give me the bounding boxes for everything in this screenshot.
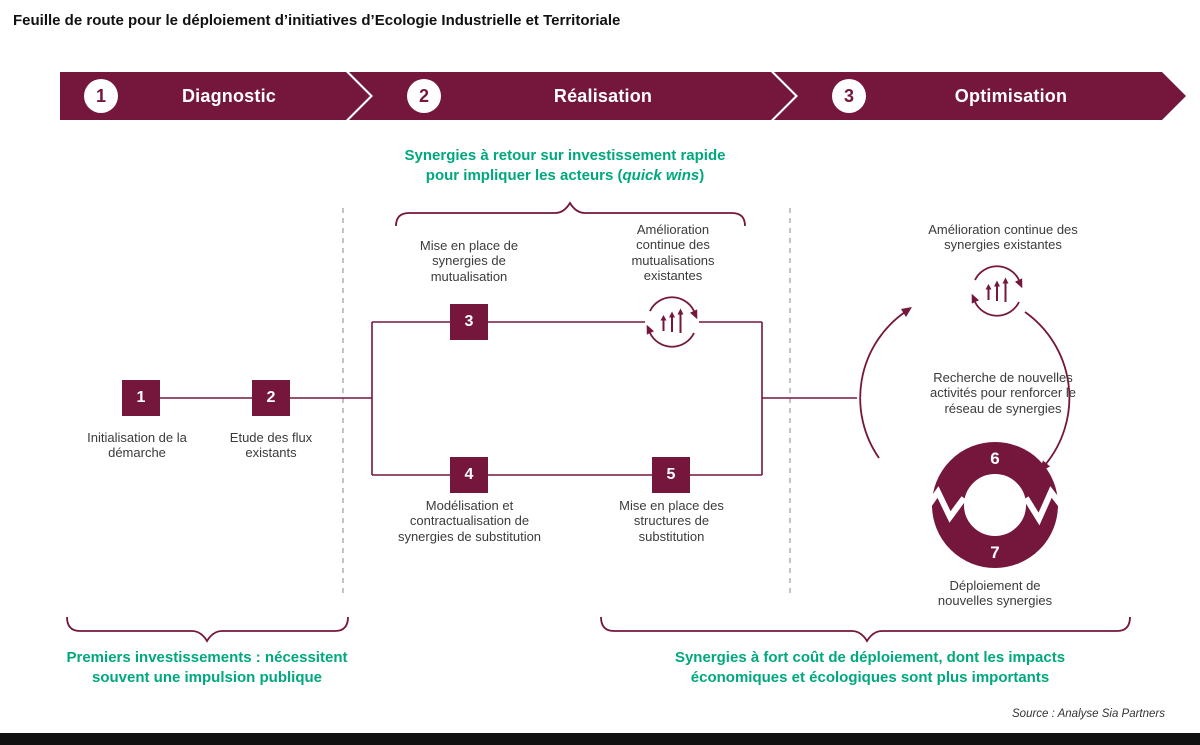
phase-1-label: Diagnostic [181,85,276,106]
quick-wins-line2-prefix: pour impliquer les acteurs ( [425,166,623,184]
high-cost-synergies-line1: Synergies à fort coût de déploiement, do… [674,649,1066,666]
step-box-4: 4 [450,457,488,493]
phase-optimisation: 3 Optimisation [774,72,1186,120]
phase-3-number-badge: 3 [832,79,866,113]
continuous-improvement-icon [969,263,1025,319]
quick-wins-line2-suffix: ) [699,166,705,184]
first-investments-note: Premiers investissements : nécessitent s… [47,648,367,687]
phase-2-number-badge: 2 [407,79,441,113]
loop-top-label: Amélioration continue des synergies exis… [928,222,1078,253]
synergy-ring: 6 7 [923,442,1067,568]
phase-3-label: Optimisation [954,85,1068,106]
step-box-2: 2 [252,380,290,416]
phase-2-label: Réalisation [553,85,653,106]
continuous-improvement-icon [644,294,700,350]
bottom-right-bracket [600,616,1131,643]
quick-wins-line1: Synergies à retour sur investissement ra… [404,147,726,164]
high-cost-synergies-note: Synergies à fort coût de déploiement, do… [590,648,1150,687]
quick-wins-italic: quick wins [622,166,700,184]
bottom-left-bracket [66,616,349,643]
quick-wins-line2: pour impliquer les acteurs (quick wins) [365,166,765,186]
step-box-3: 3 [450,304,488,340]
phase-1-number-badge: 1 [84,79,118,113]
step-7-number: 7 [990,543,999,562]
source-credit: Source : Analyse Sia Partners [1012,708,1165,720]
loop-bottom-label: Déploiement de nouvelles synergies [937,578,1053,609]
step-6-number: 6 [990,449,999,468]
phase-diagnostic: 1 Diagnostic [60,72,370,120]
step-4-label: Modélisation et contractualisation de sy… [397,498,542,544]
phase-realisation: 2 Réalisation [349,72,795,120]
step-1-label: Initialisation de la démarche [87,430,187,461]
step-box-1: 1 [122,380,160,416]
step-box-5: 5 [652,457,690,493]
quick-wins-note: Synergies à retour sur investissement ra… [365,146,765,185]
high-cost-synergies-line2: économiques et écologiques sont plus imp… [690,668,1050,686]
step-5-label: Mise en place des structures de substitu… [619,498,724,544]
mutualisation-improvement-label: Amélioration continue des mutualisations… [631,222,715,283]
loop-middle-label: Recherche de nouvelles activités pour re… [930,370,1076,416]
first-investments-line2: souvent une impulsion publique [91,668,322,686]
first-investments-line1: Premiers investissements : nécessitent [66,649,348,666]
quick-wins-bracket [395,201,746,227]
bottom-bar [0,733,1200,745]
step-3-label: Mise en place de synergies de mutualisat… [419,238,519,284]
page-title: Feuille de route pour le déploiement d’i… [13,12,621,29]
step-2-label: Etude des flux existants [229,430,313,461]
